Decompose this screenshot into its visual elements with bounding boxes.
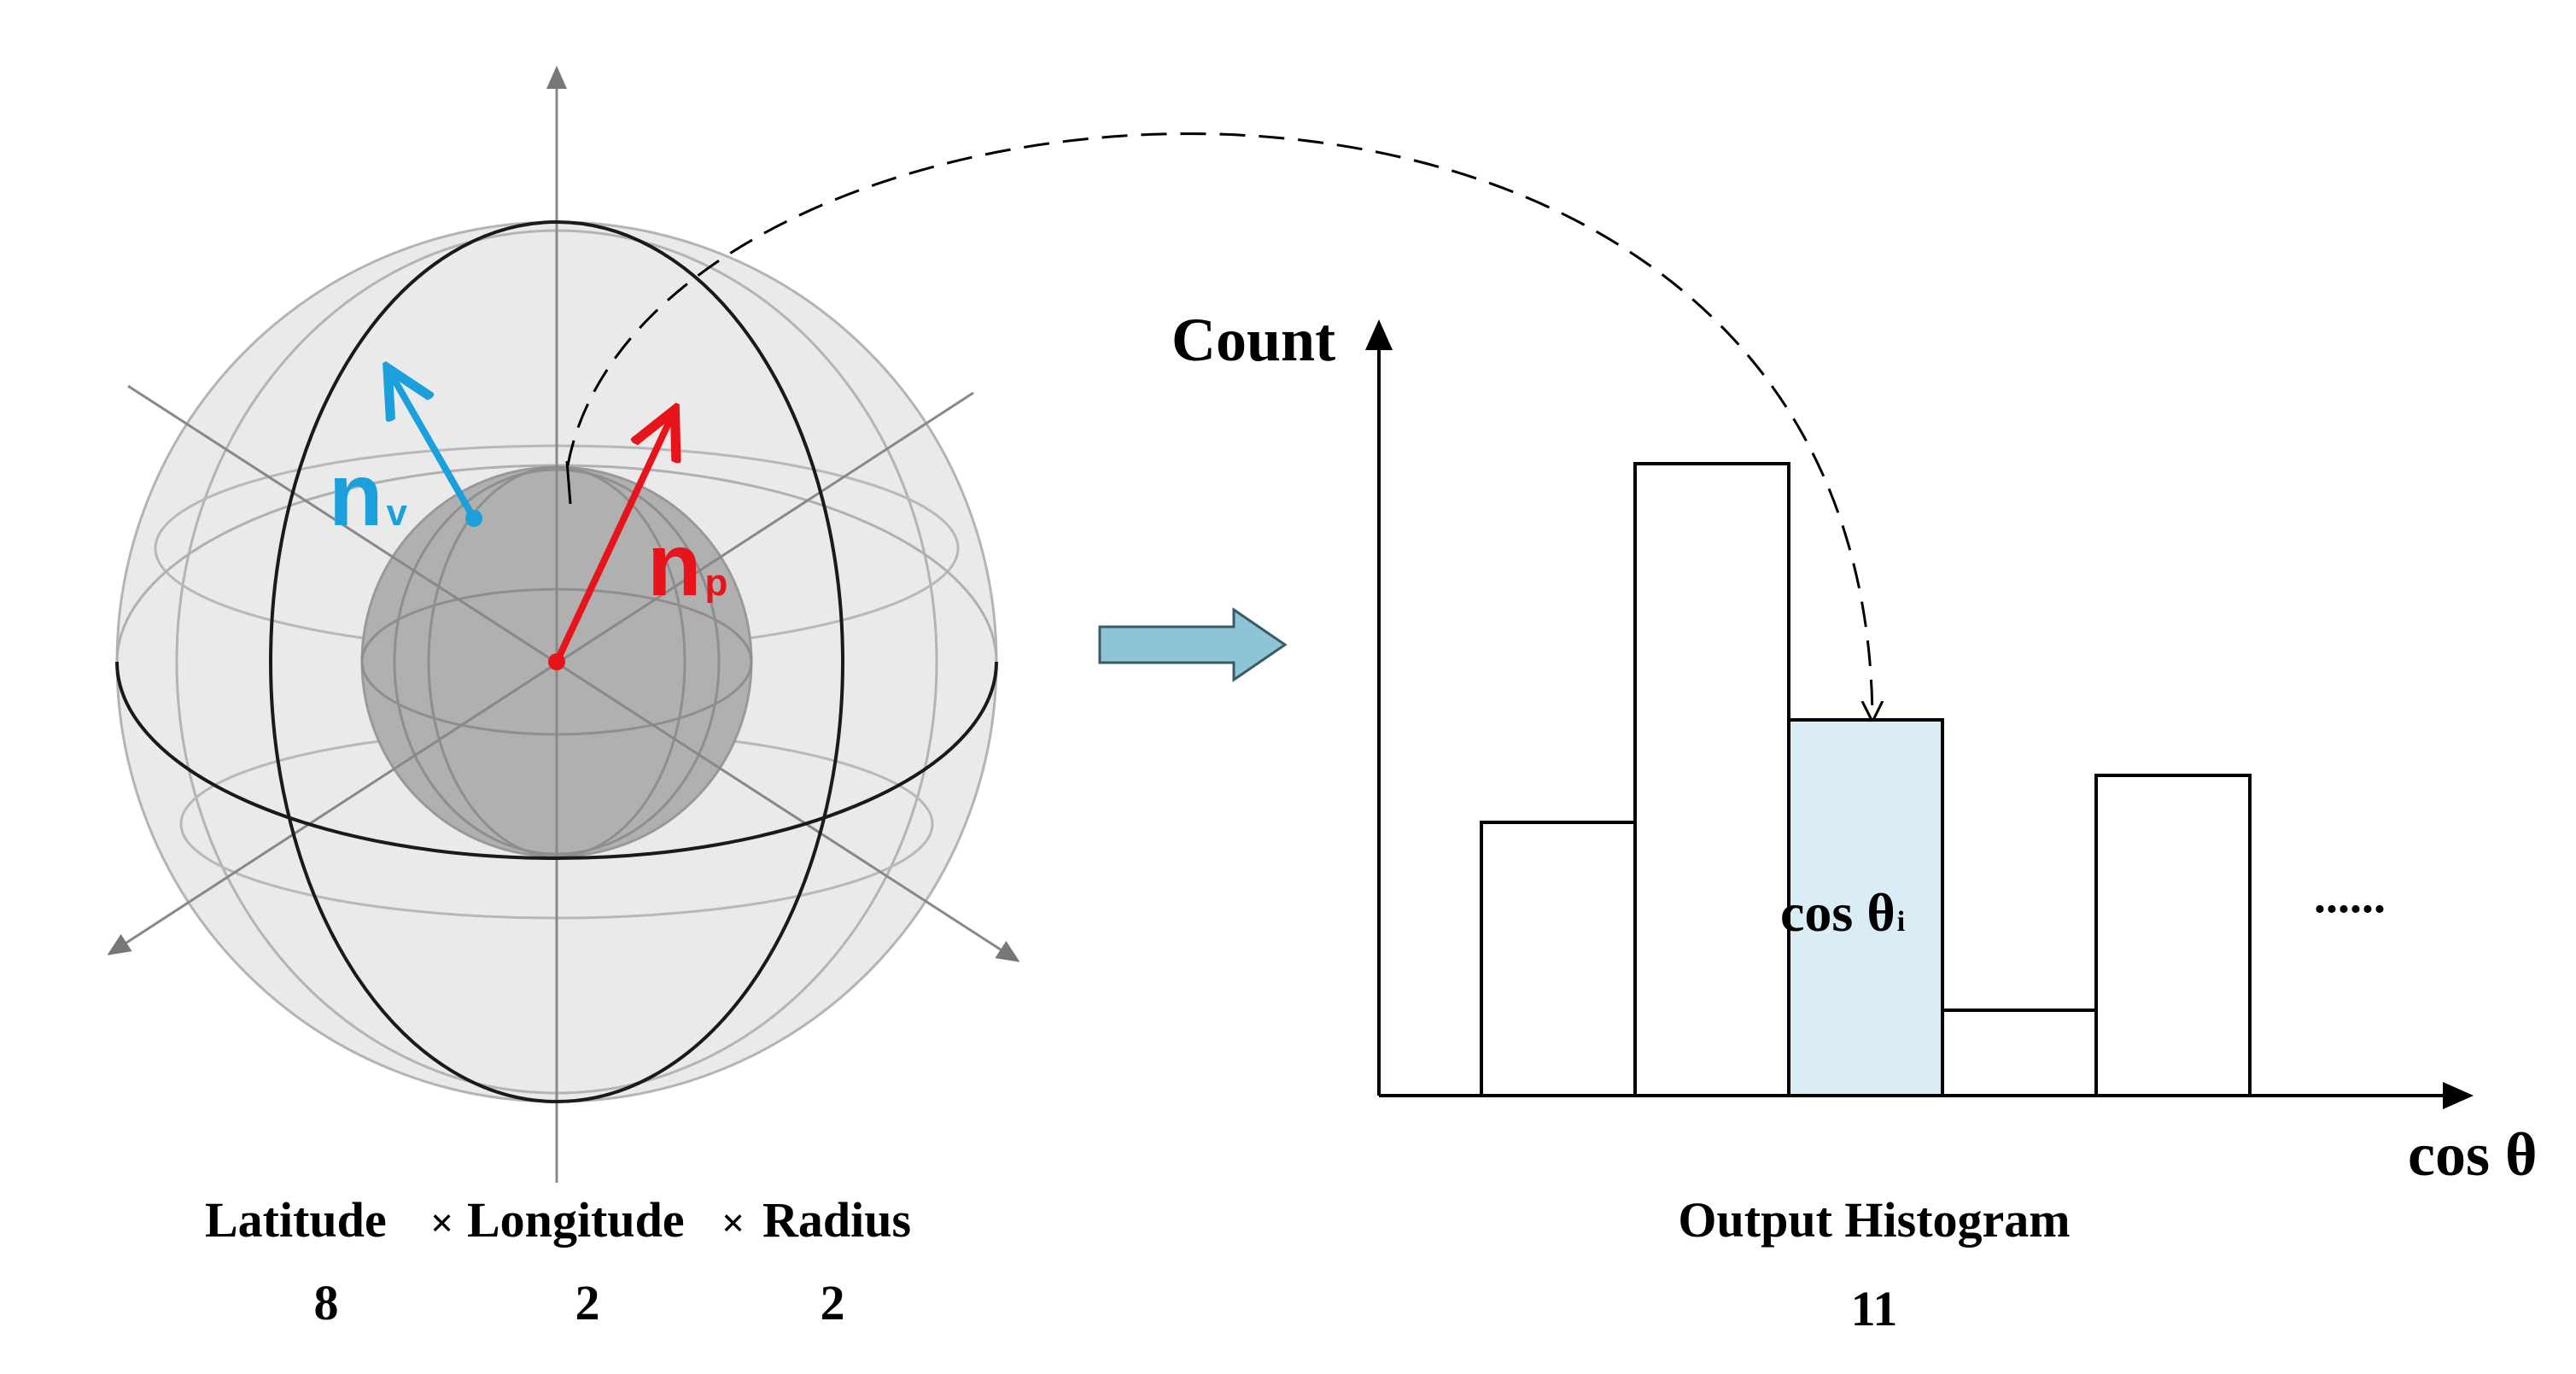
axis-to-lower-right — [127, 384, 1020, 962]
histogram-bar — [2094, 774, 2252, 1097]
times-symbol-2: × — [721, 1201, 745, 1246]
latitude-bins: 8 — [314, 1275, 339, 1330]
highlight-bin-label: cos θi — [1780, 882, 1905, 943]
ellipsis: ...... — [2314, 870, 2386, 923]
latitude-label: Latitude — [205, 1192, 387, 1248]
sphere-diagram: nv np — [107, 66, 1020, 1183]
nv-label-main: n — [329, 446, 383, 545]
histogram-bars — [1480, 462, 2252, 1097]
radius-label: Radius — [762, 1192, 911, 1248]
nv-origin-dot — [465, 510, 482, 527]
dark-meridian-ring — [269, 220, 844, 1103]
nv-label-sub: v — [387, 492, 408, 534]
nv-label: nv — [329, 446, 408, 545]
histogram-bar — [1941, 1009, 2098, 1097]
np-label-main: n — [647, 516, 702, 615]
histogram-bar — [1480, 821, 1637, 1097]
longitude-bins: 2 — [575, 1275, 600, 1330]
axis-to-lower-left — [107, 391, 974, 956]
y-axis-label: Count — [1171, 306, 1335, 374]
longitude-label: Longitude — [467, 1192, 685, 1248]
highlight-bin-label-main: cos θ — [1780, 882, 1895, 943]
np-label: np — [647, 516, 727, 615]
highlight-bin-label-sub: i — [1897, 906, 1905, 938]
histogram-caption-title: Output Histogram — [1678, 1192, 2070, 1248]
angle-tick — [565, 460, 572, 505]
histogram-caption: Output Histogram 11 — [1678, 1192, 2070, 1336]
np-origin-dot — [548, 653, 565, 670]
histogram-bin-count: 11 — [1851, 1281, 1898, 1336]
nv-vector — [391, 374, 477, 520]
mapping-dashed-arc — [566, 132, 1872, 722]
x-axis-label: cos θ — [2408, 1120, 2538, 1189]
transition-arrow — [1098, 607, 1288, 682]
dark-equator-front — [115, 661, 998, 860]
histogram-bar — [1633, 462, 1790, 1097]
histogram-bar-highlighted — [1787, 718, 1944, 1097]
radius-bins: 2 — [821, 1275, 845, 1330]
sphere-caption: Latitude × Longitude × Radius 8 2 2 — [205, 1192, 911, 1330]
times-symbol-1: × — [430, 1201, 453, 1246]
np-vector — [553, 416, 672, 664]
histogram: Count cos θ cos θi ...... — [1171, 306, 2538, 1189]
np-label-sub: p — [705, 562, 728, 604]
